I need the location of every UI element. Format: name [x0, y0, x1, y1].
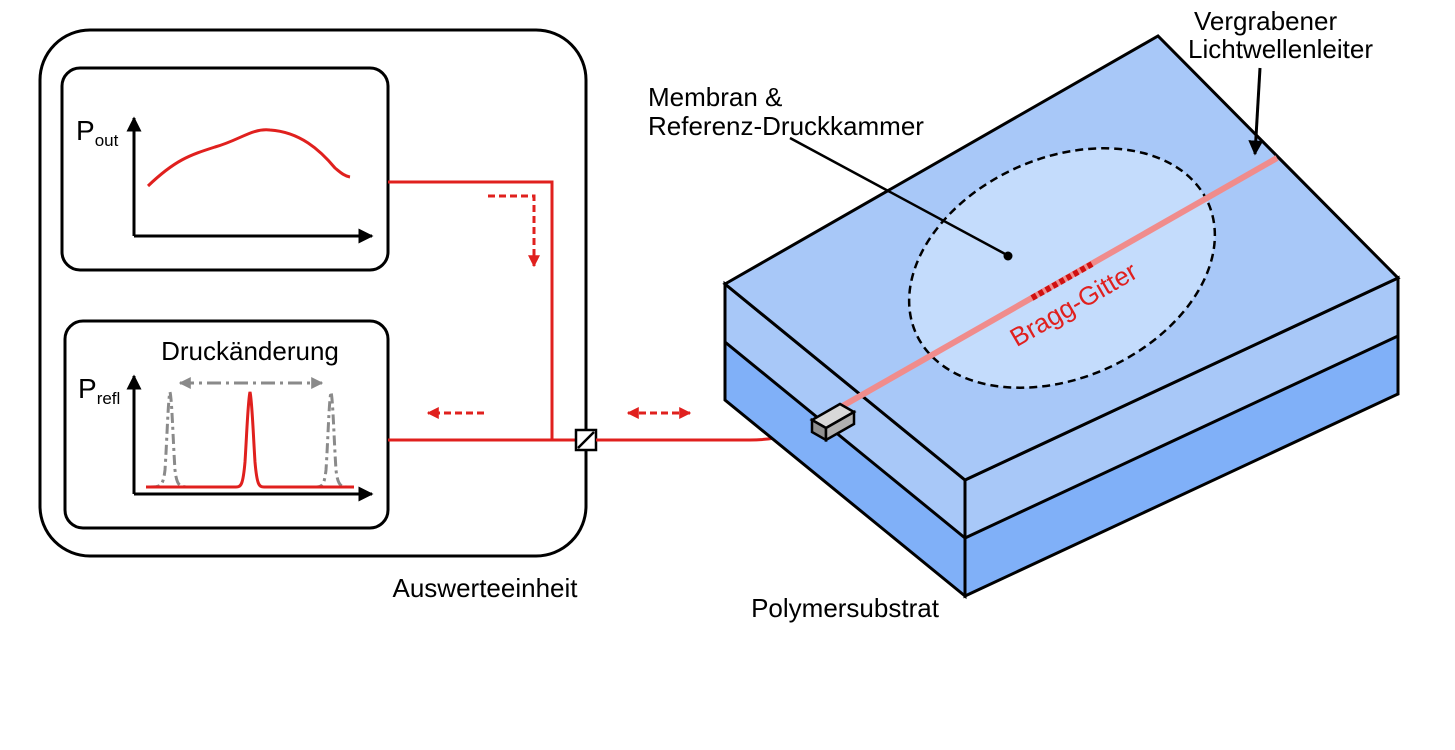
fiber-connector — [809, 402, 857, 443]
output-plot-y-subscript: out — [95, 131, 119, 150]
membrane-pointer-dot — [1003, 251, 1013, 261]
waveguide-label-line1: Vergrabener — [1194, 6, 1337, 36]
polymer-substrate — [722, 34, 1401, 600]
reference-peak-right — [312, 391, 351, 489]
fiber-coupler-icon — [574, 428, 598, 452]
waveguide-pointer-arrow — [1248, 67, 1264, 156]
pressure-change-label: Druckänderung — [161, 336, 339, 366]
svg-text:Membran & Referenz-Druckka: Membran & Referenz-Druckkammer — [648, 82, 924, 141]
svg-text:Pout: Pout — [76, 115, 119, 150]
membrane-pointer-line — [789, 136, 1008, 257]
reflected-power-plot: Druckänderung Prefl — [63, 319, 390, 530]
evaluation-unit-label: Auswerteeinheit — [393, 573, 579, 603]
reference-peak-left — [149, 391, 191, 489]
output-plot-frame — [60, 66, 390, 272]
svg-text:Vergrabener Lichtwellenlei: Vergrabener Lichtwellenleiter — [1188, 6, 1373, 64]
reflected-plot-y-subscript: refl — [97, 389, 121, 408]
output-plot-y-label: P — [76, 115, 95, 146]
membrane-label-line2: Referenz-Druckkammer — [648, 111, 924, 141]
bragg-grating — [1030, 261, 1094, 301]
reflected-plot-y-label: P — [78, 373, 97, 404]
direction-arrow-down — [488, 194, 540, 268]
output-power-curve — [146, 128, 351, 188]
reflected-peak-curve — [146, 391, 354, 489]
membrane-label-line1: Membran & — [648, 82, 782, 112]
waveguide-label-line2: Lichtwellenleiter — [1188, 34, 1373, 64]
reflected-plot-frame — [63, 319, 390, 530]
output-power-plot: Pout — [60, 66, 390, 272]
internal-fiber-path — [388, 180, 576, 442]
svg-text:Prefl: Prefl — [78, 373, 120, 408]
substrate-label: Polymersubstrat — [751, 593, 940, 623]
membrane-area — [907, 147, 1217, 389]
